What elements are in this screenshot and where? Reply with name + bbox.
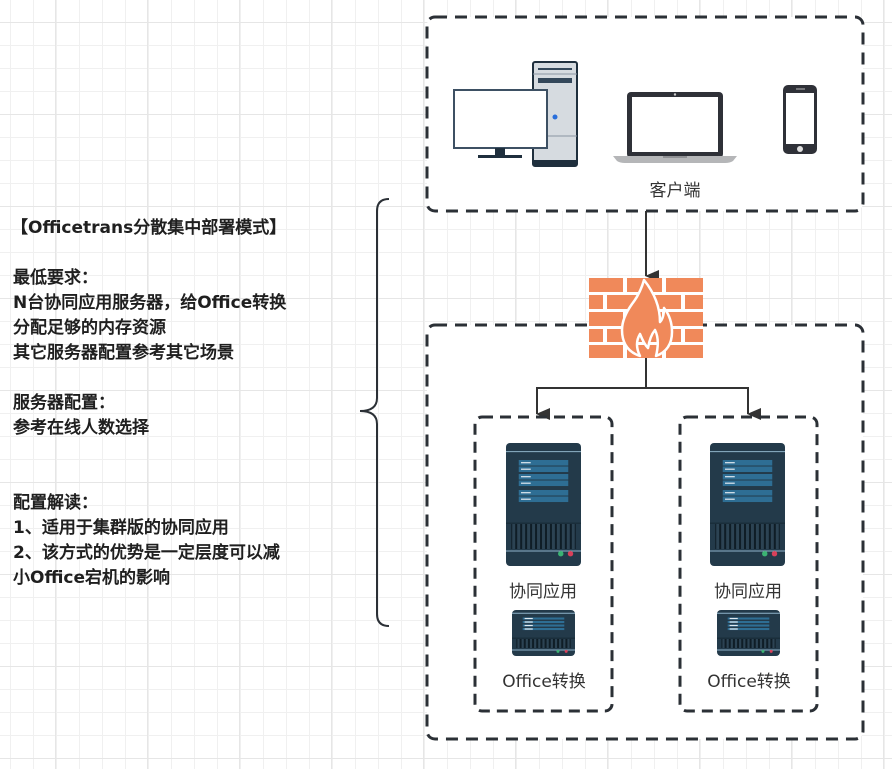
server-group-box-1 <box>473 415 614 713</box>
app-server-icon <box>710 443 785 566</box>
app-server-label: 协同应用 <box>509 582 577 602</box>
interpretation-line: 1、适用于集群版的协同应用 <box>13 518 229 538</box>
server-group-box-2 <box>678 415 819 713</box>
office-convert-label: Office转换 <box>502 672 586 692</box>
server-config-heading: 服务器配置： <box>13 393 115 413</box>
client-group-label: 客户端 <box>649 181 701 201</box>
min-req-line: 其它服务器配置参考其它场景 <box>13 343 234 363</box>
laptop-icon <box>613 92 737 163</box>
notes-title: 【Officetrans分散集中部署模式】 <box>11 218 287 238</box>
min-req-line: 分配足够的内存资源 <box>13 318 166 338</box>
office-convert-server-icon <box>512 610 575 656</box>
curly-brace <box>359 198 390 627</box>
deployment-notes: 【Officetrans分散集中部署模式】 最低要求： N台协同应用服务器，给O… <box>11 216 287 591</box>
office-convert-server-icon <box>717 610 780 656</box>
firewall-icon <box>589 278 703 358</box>
connector-to-group-1 <box>536 387 646 420</box>
interpretation-line: 小Office宕机的影响 <box>13 568 171 588</box>
server-config-line: 参考在线人数选择 <box>13 418 149 438</box>
app-server-icon <box>506 443 581 566</box>
interpretation-line: 2、该方式的优势是一定层度可以减 <box>13 543 280 563</box>
connector-to-group-2 <box>646 387 761 420</box>
min-req-heading: 最低要求： <box>13 268 98 288</box>
app-server-label: 协同应用 <box>714 582 782 602</box>
office-convert-label: Office转换 <box>707 672 791 692</box>
smartphone-icon <box>783 85 817 154</box>
min-req-line: N台协同应用服务器，给Office转换 <box>13 293 287 313</box>
interpretation-heading: 配置解读： <box>13 493 98 513</box>
desktop-computer-icon <box>453 61 578 167</box>
